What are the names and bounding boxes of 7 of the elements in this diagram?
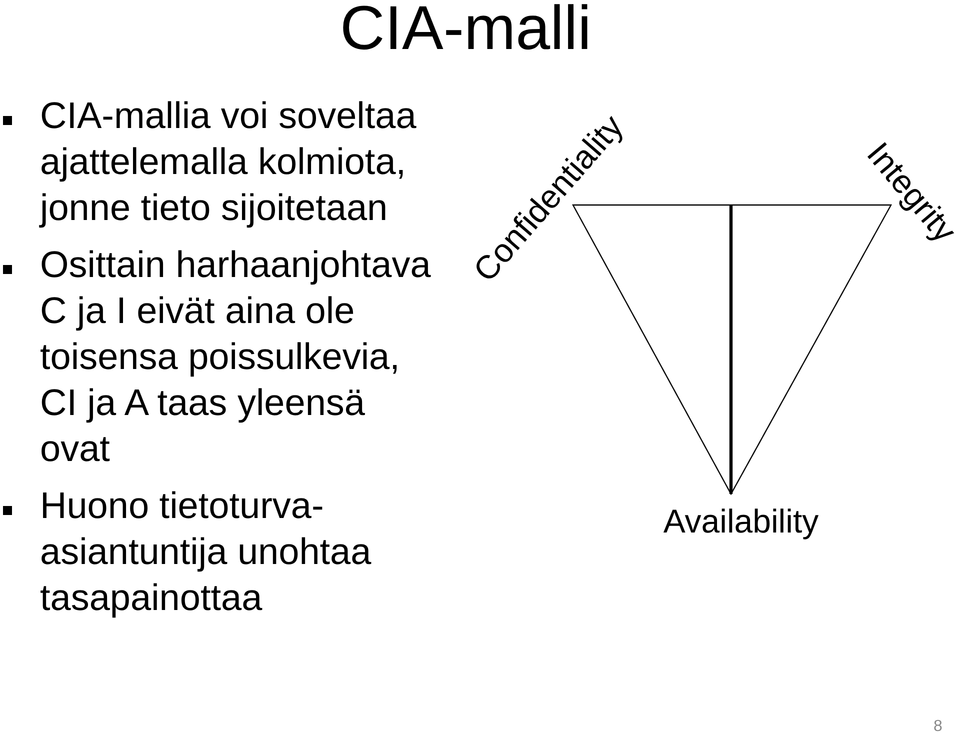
bullet-text: Huono tietoturva-asiantuntija unohtaa tasapainottaa (40, 484, 372, 620)
page-number: 8 (934, 719, 942, 735)
slide-title: CIA-malli (340, 0, 592, 58)
bullet-text: C ja I eivät aina ole toisensa poissulkevia, CI ja A taas yleensä ovat (40, 289, 401, 471)
vertex-label: Availability (663, 504, 819, 538)
bullet-text: CIA-mallia voi soveltaa ajattelemalla kolmiota, jonne tieto sijoitetaan (40, 94, 418, 230)
bullet-text: Osittain harhaanjohtava (40, 243, 432, 287)
